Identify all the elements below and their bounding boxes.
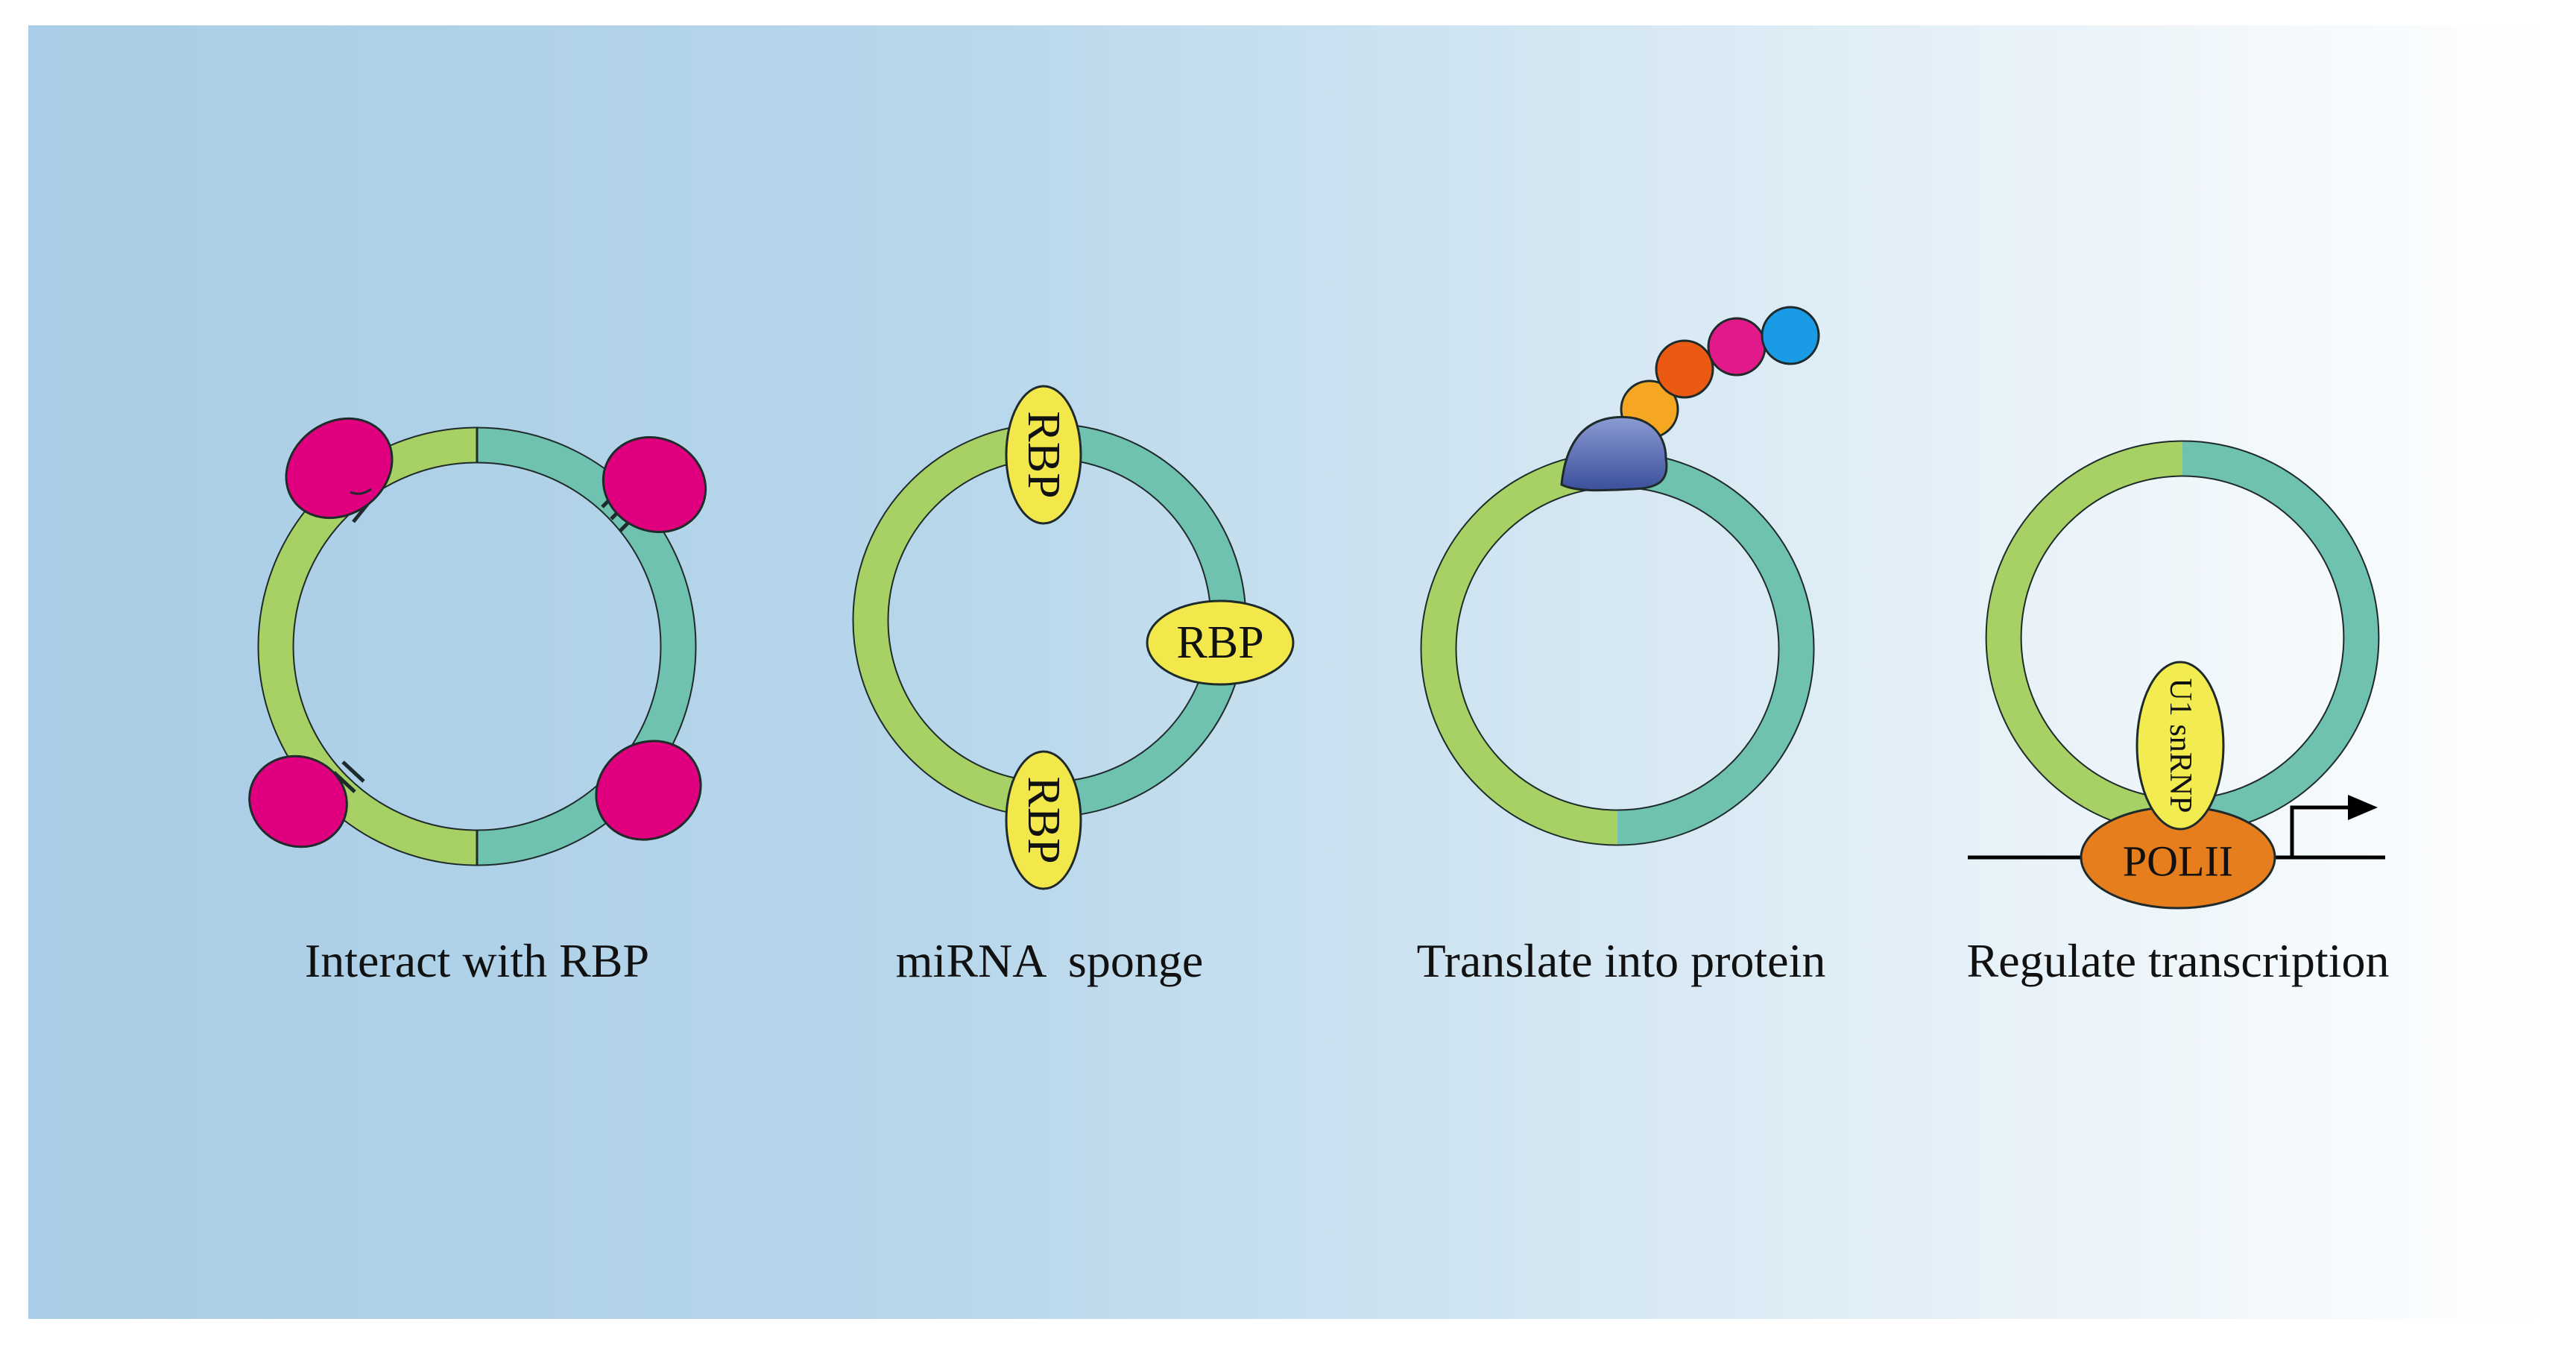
rbp-right: RBP (1146, 599, 1295, 686)
rbp-label: RBP (1018, 776, 1069, 863)
panel-caption: Interact with RBP (305, 934, 649, 987)
circrna-ring (1985, 440, 2380, 835)
panel-caption: Translate into protein (1417, 934, 1826, 987)
panel-caption: miRNA sponge (896, 934, 1203, 987)
panel-caption: Regulate transcription (1967, 934, 2390, 987)
u1-snrnp-label: U1 snRNP (2163, 678, 2197, 813)
rna-binding-protein-icon (285, 417, 394, 523)
panel-translate-into-protein: Translate into protein (1417, 306, 1826, 987)
u1-snrnp: U1 snRNP (2135, 661, 2225, 831)
background-panel (28, 25, 2548, 1319)
panel-mirna-sponge: RBP RBP RBP miRNA sponge (852, 385, 1295, 987)
transcription-start-arrow-icon (2290, 795, 2378, 857)
rbp-label: RBP (1176, 617, 1263, 668)
panel-interact-with-rbp: Interact with RBP (248, 417, 707, 987)
amino-acid-bead-icon (1655, 339, 1714, 399)
amino-acid-bead-icon (1761, 306, 1820, 365)
polii-complex: POLII (2080, 805, 2276, 910)
circrna-ring (1420, 451, 1815, 846)
rna-binding-protein-icon (601, 435, 707, 534)
rna-binding-protein-icon (595, 740, 702, 841)
rna-binding-protein-icon (248, 755, 365, 848)
panel-regulate-transcription: POLII U1 snRNP Regulate transcription (1967, 440, 2390, 987)
rbp-bottom: RBP (1005, 750, 1082, 890)
amino-acid-chain (1620, 306, 1820, 439)
ribosome-icon (1560, 415, 1668, 492)
amino-acid-bead-icon (1707, 317, 1767, 377)
rbp-label: RBP (1018, 411, 1069, 498)
polii-label: POLII (2123, 837, 2233, 886)
rbp-top: RBP (1005, 385, 1082, 525)
